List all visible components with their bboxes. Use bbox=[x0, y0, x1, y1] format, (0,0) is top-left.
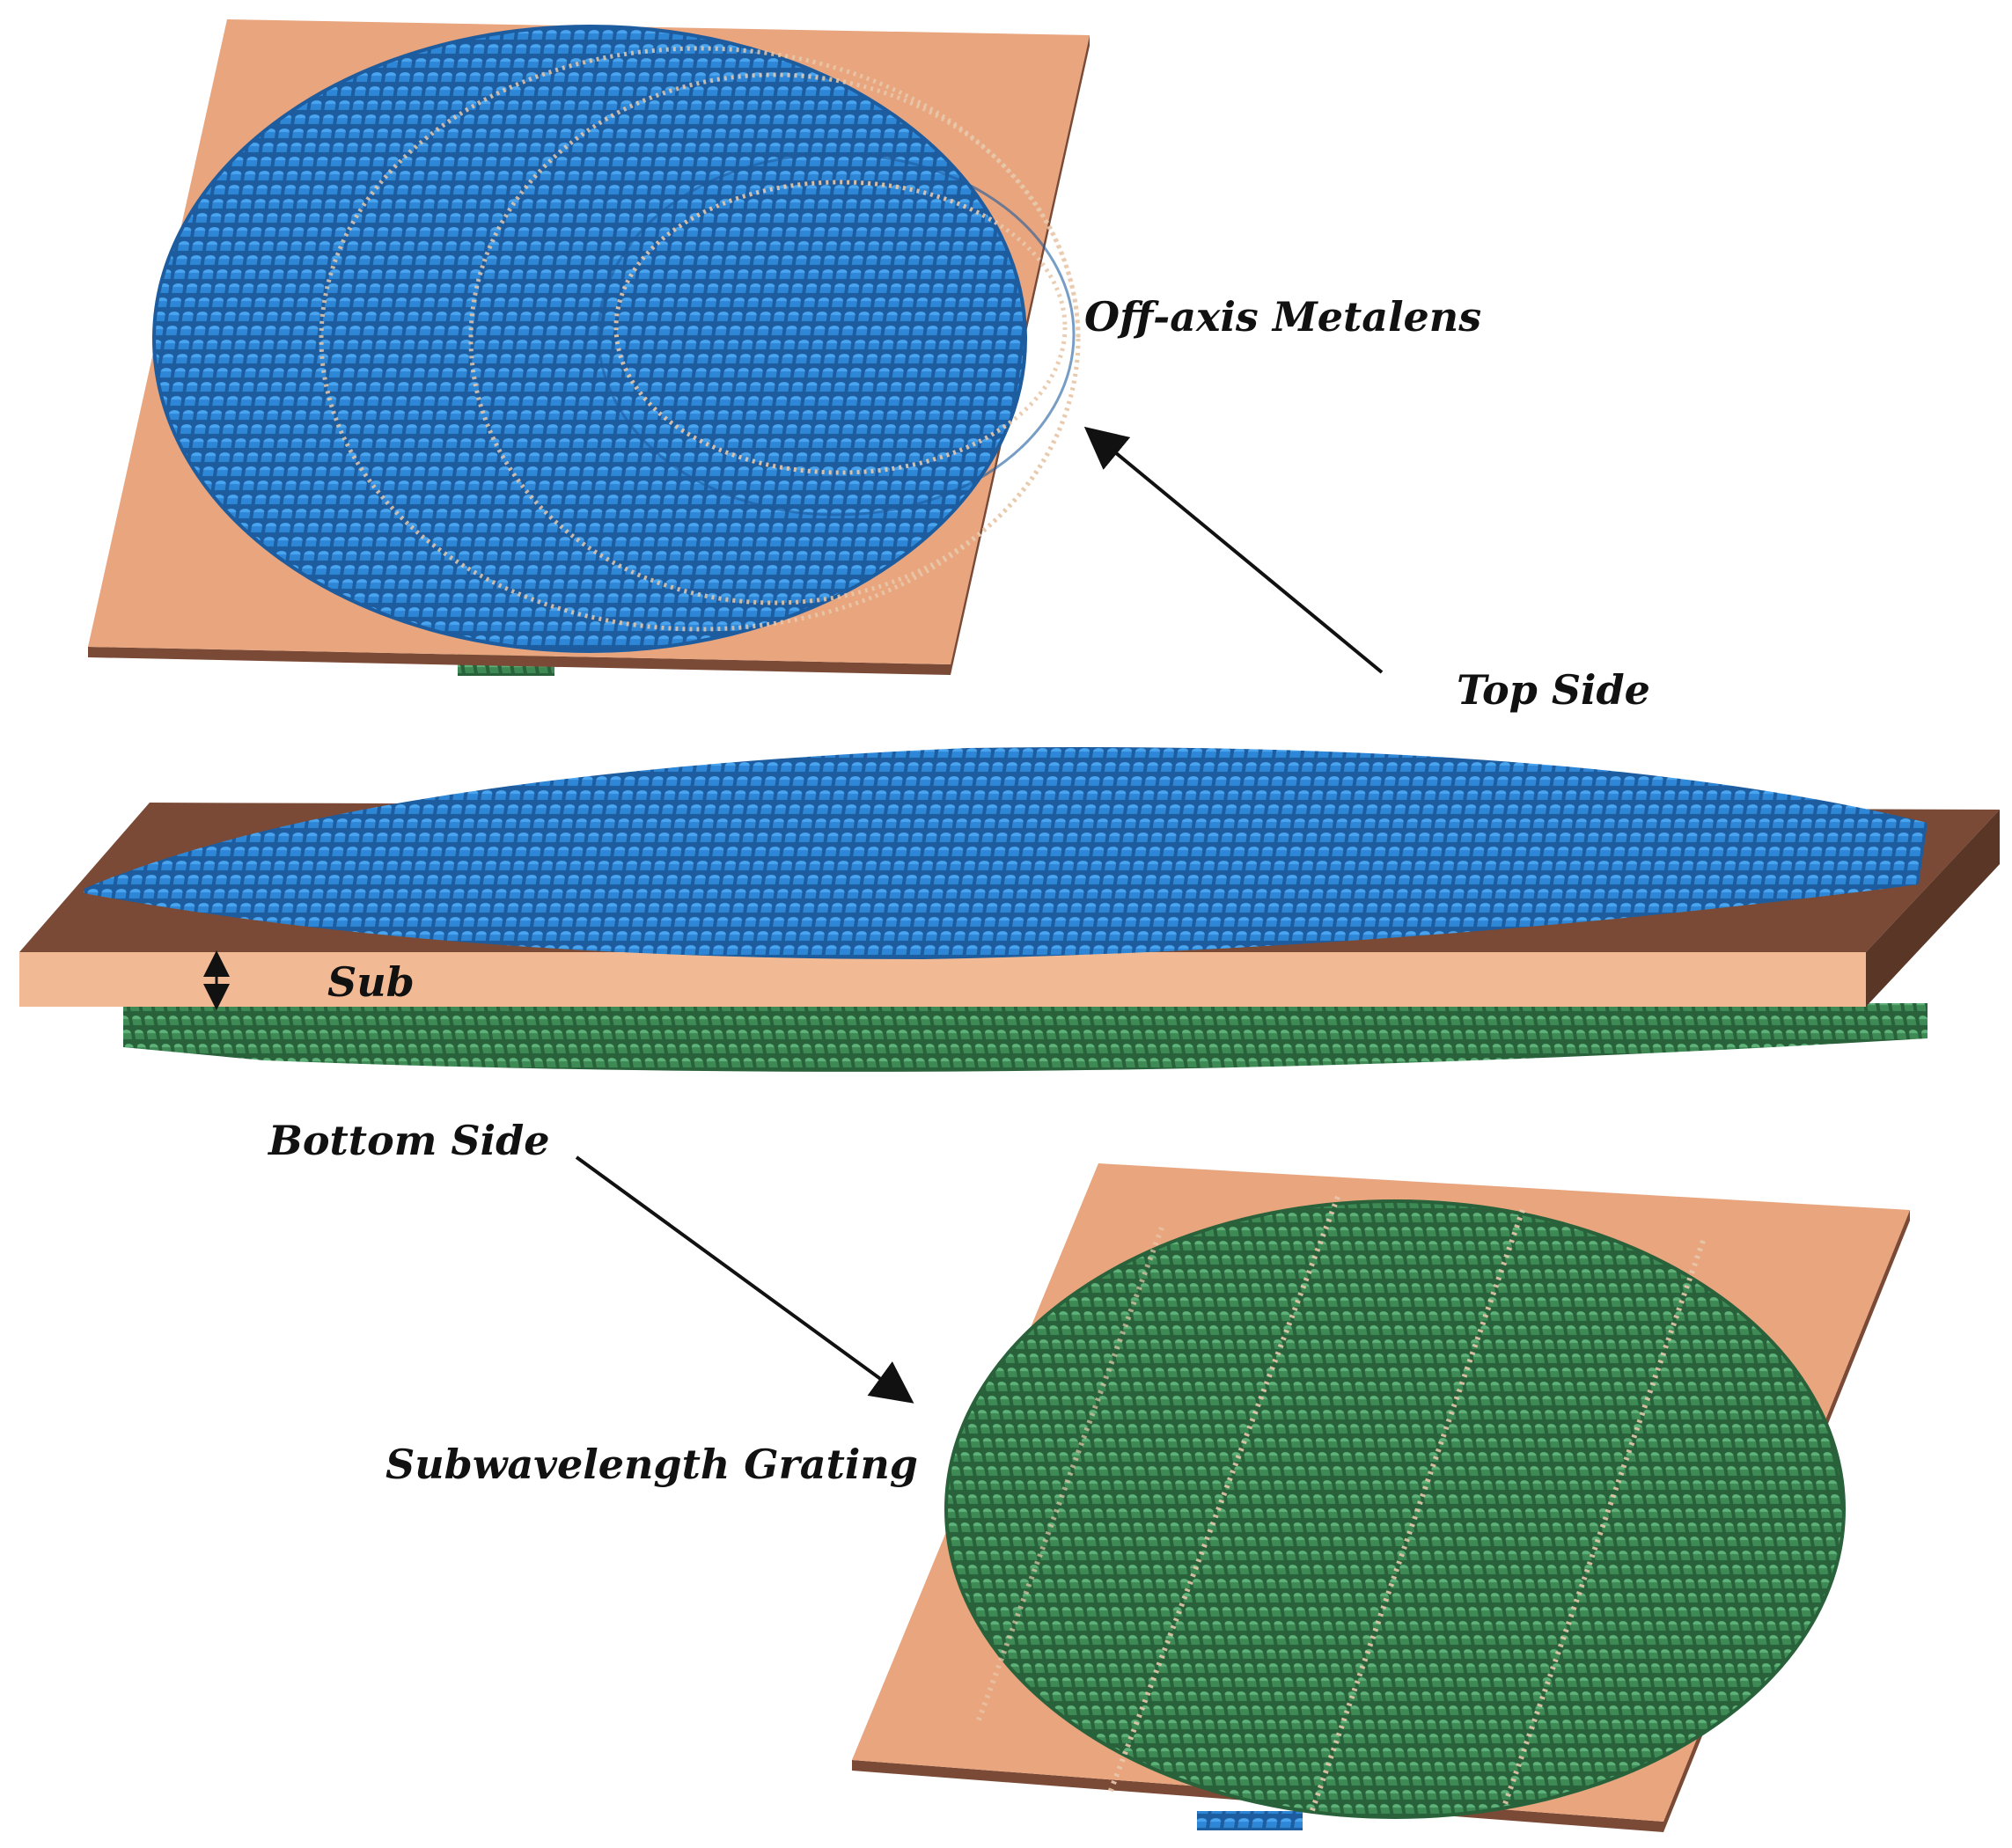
top-side-label: Top Side bbox=[1457, 666, 1650, 714]
side-view-grating-pillars bbox=[123, 1003, 1928, 1072]
bottom-side-arrow bbox=[575, 1155, 914, 1404]
substrate-label: Sub bbox=[327, 958, 415, 1006]
grating-panel bbox=[852, 1163, 1910, 1832]
top-side-arrow bbox=[1083, 426, 1384, 674]
side-view-substrate-side bbox=[1866, 810, 2000, 1007]
grating-stripe-gap-2 bbox=[1309, 1209, 1525, 1814]
side-view-metalens-pillars bbox=[84, 747, 1928, 959]
grating-disk bbox=[944, 1199, 1846, 1819]
metalens-disk bbox=[152, 25, 1027, 653]
metalens-zone-ring-core bbox=[597, 152, 1076, 517]
side-view bbox=[19, 747, 2000, 1072]
side-view-substrate-front bbox=[19, 952, 1866, 1007]
metalens-panel bbox=[88, 19, 1090, 676]
subwavelength-grating-label: Subwavelength Grating bbox=[386, 1441, 918, 1488]
bottom-side-label: Bottom Side bbox=[267, 1117, 550, 1164]
grating-stripe-gap-0 bbox=[974, 1226, 1164, 1727]
grating-panel-underside-pillars bbox=[1197, 1811, 1303, 1830]
off-axis-metalens-label: Off-axis Metalens bbox=[1084, 293, 1481, 341]
metalens-zone-ring-inner bbox=[613, 180, 1068, 475]
metalens-substrate-edge bbox=[88, 647, 951, 675]
metalens-zone-ring-middle bbox=[468, 72, 1081, 605]
